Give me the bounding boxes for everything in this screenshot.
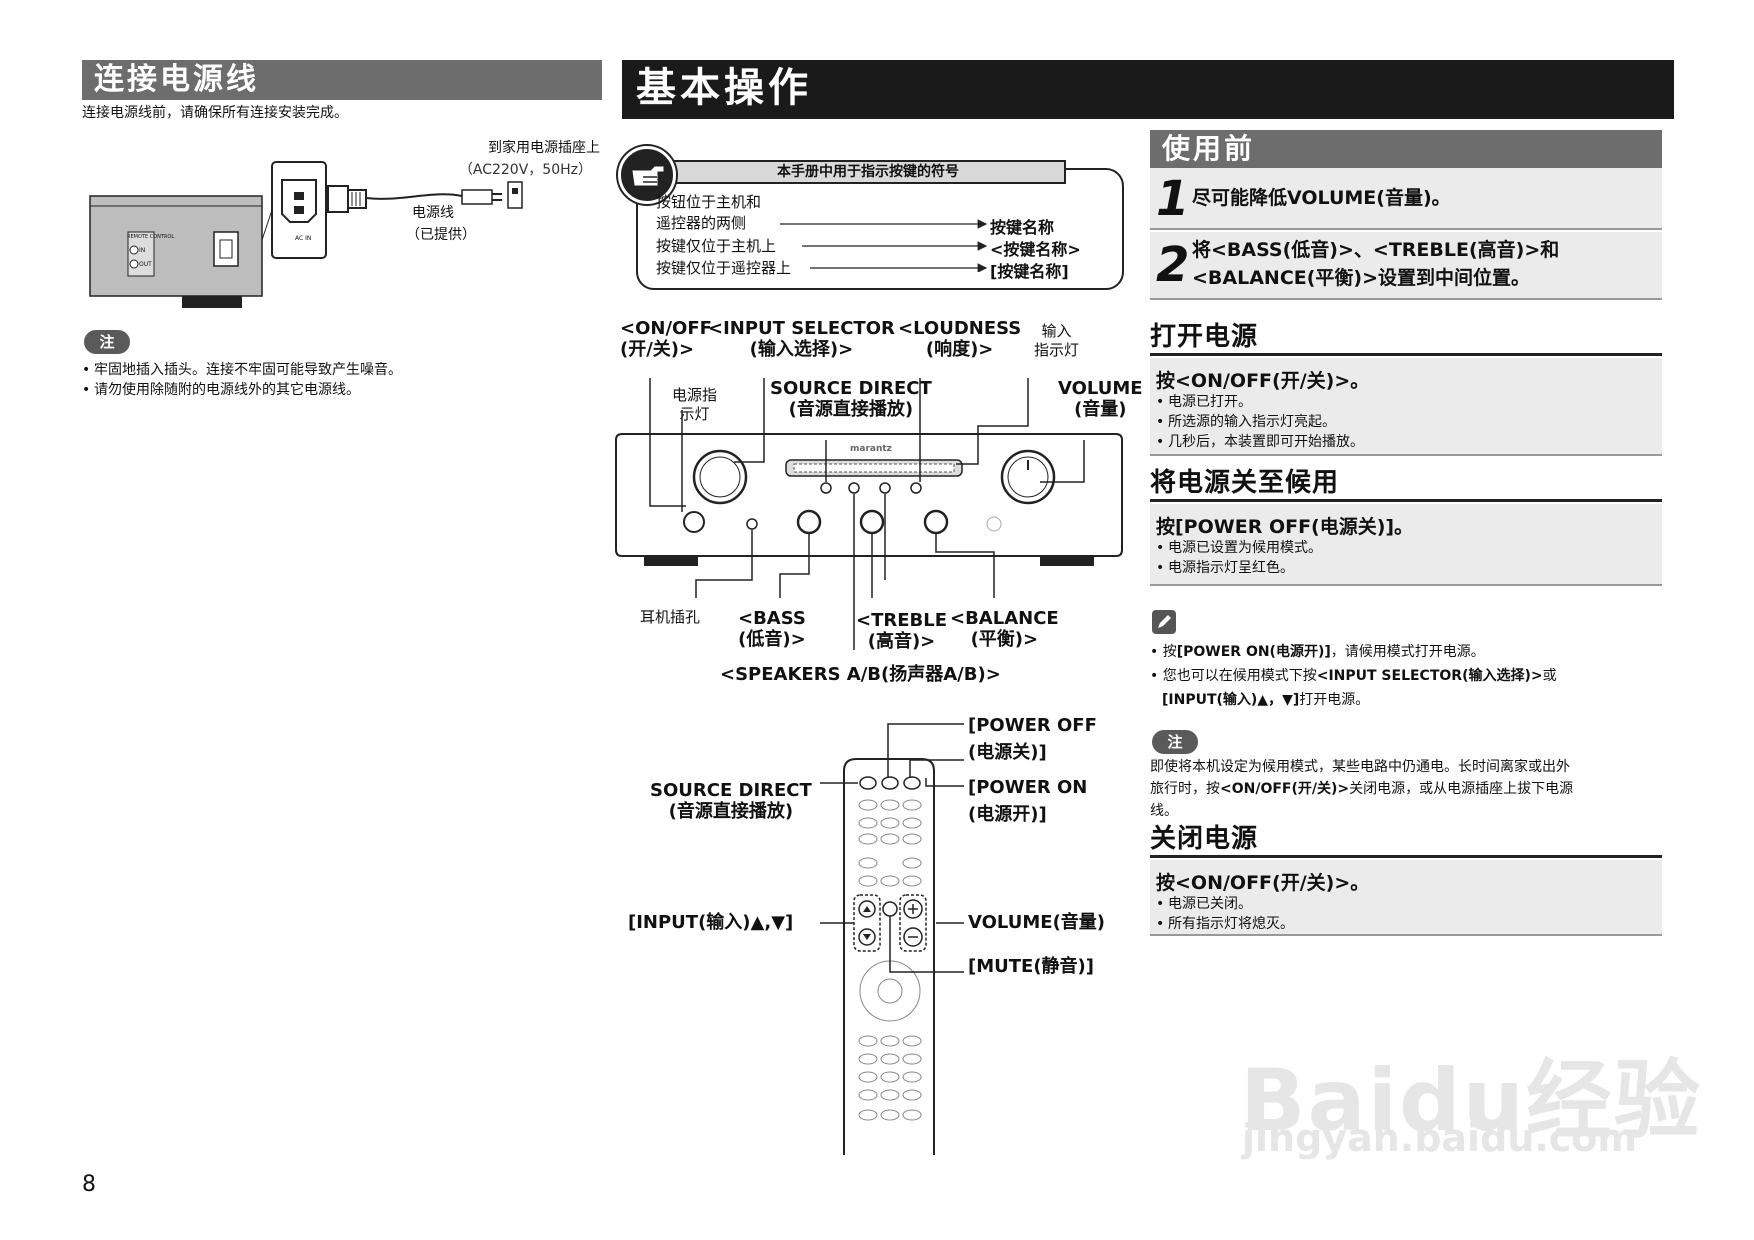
note-line: 旅行时，按<ON/OFF(开/关)>关闭电源，或从电源插座上拔下电源 (1150, 778, 1670, 800)
step-1-number: 1 (1156, 171, 1190, 227)
note-text: 旅行时，按 (1150, 781, 1220, 797)
outlet-label: 到家用电源插座上 (488, 140, 600, 156)
pencil-icon (1152, 610, 1176, 634)
note-item: 牢固地插入插头。连接不牢固可能导致产生噪音。 (82, 360, 402, 380)
tip-text: 按 (1162, 644, 1177, 660)
ac-in-label: AC IN (295, 235, 312, 242)
power-on-bullets: 电源已打开。 所选源的输入指示灯亮起。 几秒后，本装置即可开始播放。 (1156, 392, 1364, 452)
watermark-url: jingyan.baidu.com (1242, 1116, 1637, 1160)
brand-logo: marantz (850, 444, 892, 454)
symbol-label-3: [按键名称] (990, 262, 1069, 281)
intro-text: 连接电源线前，请确保所有连接安装完成。 (82, 105, 348, 121)
label-power-indicator: 电源指 示灯 (672, 386, 718, 423)
list-item: 所有指示灯将熄灭。 (1156, 914, 1294, 934)
power-on-title: 打开电源 (1150, 320, 1662, 356)
cord-note: （已提供） (406, 227, 476, 243)
tip-key: [POWER ON(电源开)] (1176, 644, 1331, 660)
tip-line-2: • 您也可以在候用模式下按<INPUT SELECTOR(输入选择)>或 (1150, 668, 1557, 684)
list-item: 几秒后，本装置即可开始播放。 (1156, 432, 1364, 452)
step-2-text-line2: <BALANCE(平衡)>设置到中间位置。 (1192, 267, 1531, 289)
title-underline (622, 116, 1674, 119)
note-badge-right: 注 (1152, 730, 1198, 754)
tip-line-3: [INPUT(输入)▲，▼]打开电源。 (1150, 688, 1670, 712)
list-item: 电源已设置为候用模式。 (1156, 538, 1322, 558)
list-item: 所选源的输入指示灯亮起。 (1156, 412, 1364, 432)
standby-bullets: 电源已设置为候用模式。 电源指示灯呈红色。 (1156, 538, 1322, 578)
label-speakers: <SPEAKERS A/B(扬声器A/B)> (720, 664, 1001, 685)
tip-key: [INPUT(输入)▲，▼] (1162, 692, 1300, 708)
label-remote-source-direct: SOURCE DIRECT (音源直接播放) (650, 780, 812, 822)
note-key: <ON/OFF(开/关)> (1220, 781, 1350, 797)
standby-note: 即使将本机设定为候用模式，某些电路中仍通电。长时间离家或出外 旅行时，按<ON/… (1150, 756, 1670, 822)
power-off-panel: 按<ON/OFF(开/关)>。 电源已关闭。 所有指示灯将熄灭。 (1150, 860, 1662, 936)
note-item: 请勿使用除随附的电源线外的其它电源线。 (82, 380, 402, 400)
label-treble: <TREBLE (高音)> (856, 610, 948, 652)
label-remote-volume: VOLUME(音量) (968, 912, 1106, 933)
standby-panel: 按[POWER OFF(电源关)]。 电源已设置为候用模式。 电源指示灯呈红色。 (1150, 504, 1662, 586)
symbol-desc-2: 按键仅位于主机上 (656, 237, 777, 255)
cord-label: 电源线 (412, 205, 454, 221)
power-cord-diagram (89, 161, 523, 308)
tip-text: 打开电源。 (1299, 692, 1370, 708)
tip-line-1: • 按[POWER ON(电源开)]，请候用模式打开电源。 (1150, 644, 1485, 660)
symbol-label-2: <按键名称> (990, 240, 1081, 259)
section-title-power-cord: 连接电源线 (82, 60, 602, 100)
label-loudness: <LOUDNESS (响度)> (898, 318, 1022, 360)
list-item: 电源已关闭。 (1156, 894, 1294, 914)
label-on-off: <ON/OFF (开/关)> (620, 318, 712, 360)
note-list: 牢固地插入插头。连接不牢固可能导致产生噪音。 请勿使用除随附的电源线外的其它电源… (82, 360, 402, 400)
label-headphones: 耳机插孔 (640, 608, 701, 626)
label-bass: <BASS (低音)> (738, 608, 806, 650)
step-1-panel: 1 尽可能降低VOLUME(音量)。 (1150, 168, 1662, 230)
remote-control-label: REMOTE CONTROL (127, 234, 175, 240)
tip-text: ，请候用模式打开电源。 (1330, 644, 1485, 660)
power-on-panel: 按<ON/OFF(开/关)>。 电源已打开。 所选源的输入指示灯亮起。 几秒后，… (1150, 358, 1662, 456)
label-balance: <BALANCE (平衡)> (950, 608, 1059, 650)
watermark-brand: Baidu经验 (1240, 1051, 1702, 1151)
symbol-label-1: 按键名称 (990, 218, 1055, 237)
label-power-off: [POWER OFF (电源关)] (968, 715, 1097, 763)
remote-control-diagram (843, 758, 935, 1155)
note-text: 关闭电源，或从电源插座上拔下电源 (1349, 781, 1574, 797)
outlet-spec: （AC220V，50Hz） (458, 162, 592, 178)
pointing-hand-icon (618, 146, 676, 204)
label-input-selector: <INPUT SELECTOR (输入选择)> (708, 318, 895, 360)
standby-title: 将电源关至候用 (1150, 466, 1662, 502)
step-2-panel: 2 将<BASS(低音)>、<TREBLE(高音)>和 <BALANCE(平衡)… (1150, 232, 1662, 300)
label-remote-input: [INPUT(输入)▲,▼] (628, 912, 794, 933)
label-source-direct: SOURCE DIRECT (音源直接播放) (770, 378, 932, 420)
label-remote-mute: [MUTE(静音)] (968, 956, 1095, 977)
power-on-action: 按<ON/OFF(开/关)>。 (1156, 370, 1370, 392)
list-item: 电源已打开。 (1156, 392, 1364, 412)
note-line: 即使将本机设定为候用模式，某些电路中仍通电。长时间离家或出外 (1150, 759, 1570, 775)
main-unit-diagram (615, 378, 1123, 650)
symbol-desc-1: 按钮位于主机和 遥控器的两侧 (656, 193, 762, 232)
note-badge: 注 (84, 330, 130, 354)
tip-text: 或 (1542, 668, 1557, 684)
out-label: OUT (139, 261, 152, 268)
power-off-title: 关闭电源 (1150, 822, 1662, 858)
page-number: 8 (82, 1172, 96, 1197)
remote-leader-lines (820, 723, 964, 973)
label-power-on: [POWER ON (电源开)] (968, 777, 1088, 825)
before-use-title: 使用前 (1150, 130, 1662, 168)
step-1-text: 尽可能降低VOLUME(音量)。 (1192, 187, 1451, 209)
symbol-box-heading: 本手册中用于指示按键的符号 (670, 160, 1066, 184)
section-title-basic-operation: 基本操作 (622, 60, 1674, 116)
in-label: IN (139, 247, 146, 254)
tip-text: 您也可以在候用模式下按 (1162, 668, 1317, 684)
label-volume: VOLUME (音量) (1058, 378, 1143, 420)
symbol-arrows (780, 219, 988, 272)
list-item: 电源指示灯呈红色。 (1156, 558, 1322, 578)
power-off-bullets: 电源已关闭。 所有指示灯将熄灭。 (1156, 894, 1294, 934)
symbol-desc-3: 按键仅位于遥控器上 (656, 259, 792, 277)
tips-text: • 按[POWER ON(电源开)]，请候用模式打开电源。 • 您也可以在候用模… (1150, 640, 1670, 712)
tip-key: <INPUT SELECTOR(输入选择)> (1316, 668, 1543, 684)
step-2-number: 2 (1156, 237, 1190, 293)
power-off-action: 按<ON/OFF(开/关)>。 (1156, 872, 1370, 894)
standby-action: 按[POWER OFF(电源关)]。 (1156, 516, 1414, 538)
step-2-text-line1: 将<BASS(低音)>、<TREBLE(高音)>和 (1192, 239, 1560, 261)
label-input-indicator: 输入 指示灯 (1034, 322, 1080, 359)
note-line: 线。 (1150, 803, 1178, 819)
